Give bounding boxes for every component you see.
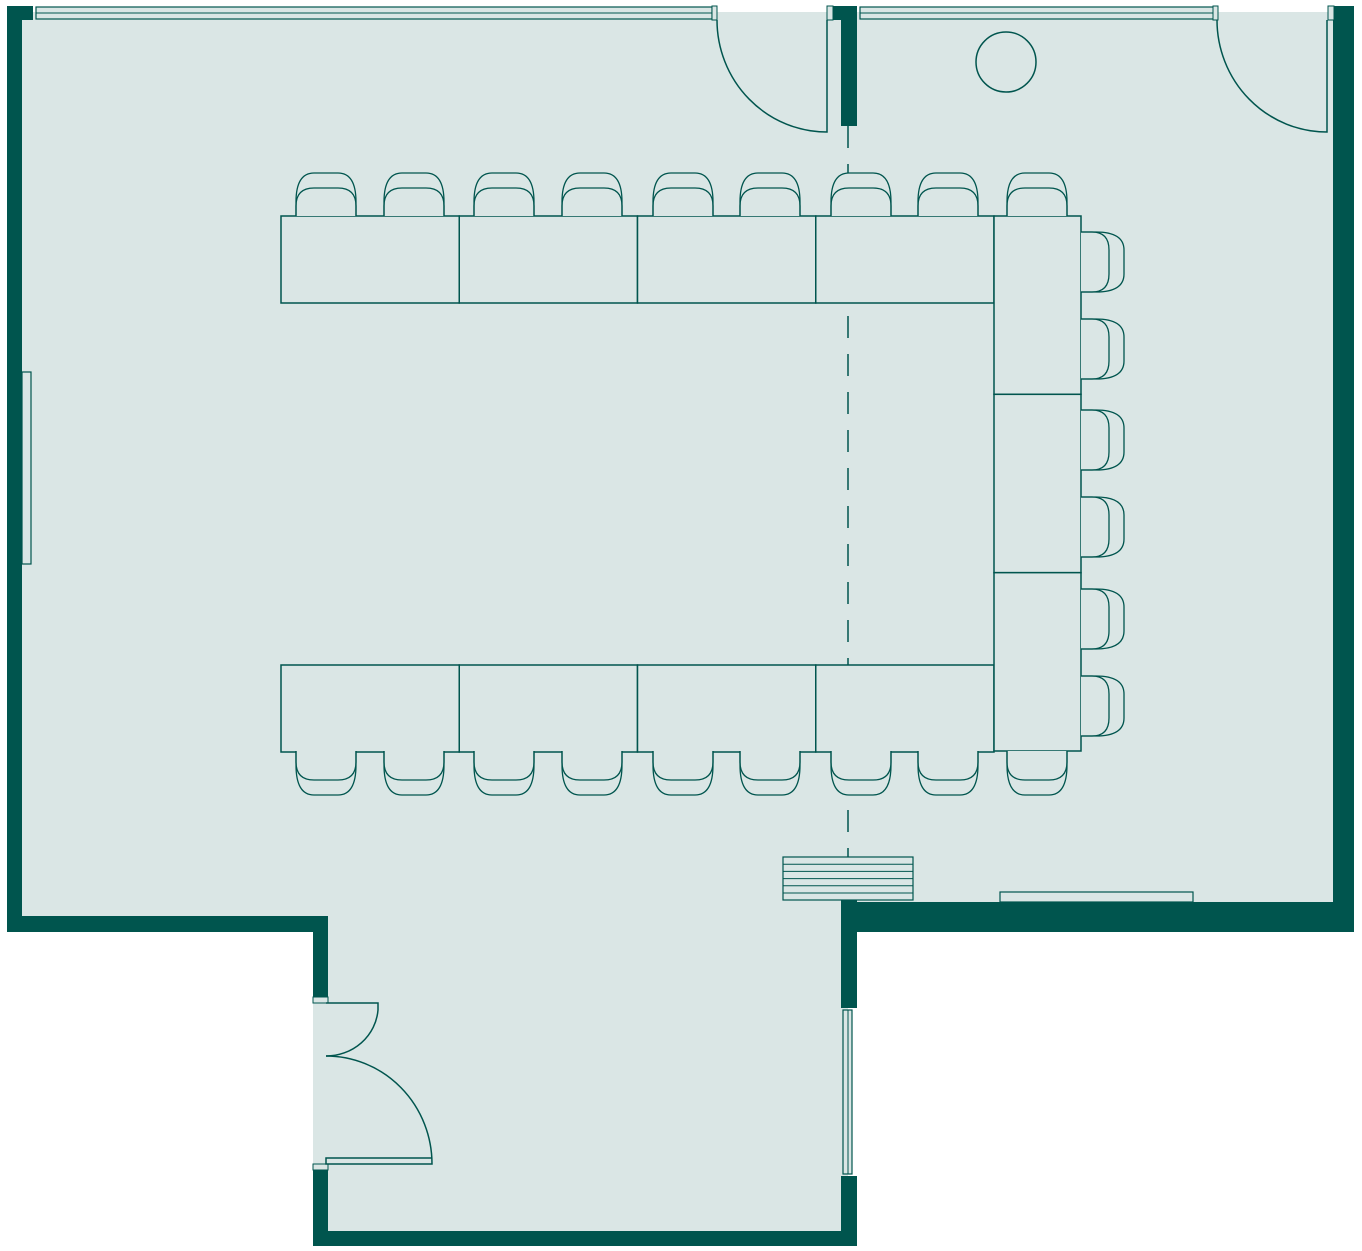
- chair-seat: [561, 187, 623, 216]
- chair-seat: [1006, 751, 1068, 781]
- window-jamb: [711, 5, 718, 21]
- chair: [1081, 409, 1125, 471]
- corridor-right-wall-lower: [841, 1176, 857, 1246]
- partition-wall-stub: [841, 6, 857, 126]
- chair: [383, 172, 445, 216]
- chair-seat: [1081, 409, 1110, 471]
- chair: [1081, 318, 1125, 380]
- chair-seat: [652, 187, 714, 216]
- top-left-corner-wall: [7, 6, 33, 20]
- chair-seat: [1081, 318, 1110, 380]
- chair-seat: [917, 187, 979, 216]
- table-bottom-segment: [280, 664, 460, 753]
- chair-seat: [295, 751, 357, 781]
- chair: [1006, 751, 1068, 796]
- table-right-segment: [993, 215, 1082, 396]
- chair: [473, 172, 535, 216]
- chair: [1081, 496, 1125, 558]
- chair-seat: [1081, 496, 1110, 558]
- chair: [739, 172, 801, 216]
- chair-seat: [917, 751, 979, 781]
- table-top-segment: [458, 215, 639, 304]
- chair-seat: [1081, 588, 1110, 650]
- chair-seat: [652, 751, 714, 781]
- chair: [561, 172, 623, 216]
- chair-seat: [1081, 231, 1110, 293]
- chair: [830, 172, 892, 216]
- chair: [917, 172, 979, 216]
- chair-seat: [830, 751, 892, 781]
- door-top-right: [1216, 19, 1328, 133]
- corridor-door-opening: [313, 998, 328, 1170]
- bottom-right-wall: [841, 902, 1354, 932]
- chair-seat: [383, 751, 445, 781]
- chair: [295, 172, 357, 216]
- door-corridor-small-leaf: [325, 1002, 379, 1057]
- chair-seat: [383, 187, 445, 216]
- window-bottom-right: [999, 891, 1194, 903]
- chair-seat: [739, 751, 801, 781]
- chair: [1006, 172, 1068, 216]
- left-wall: [7, 6, 22, 932]
- window-jamb: [1212, 5, 1219, 21]
- chair: [652, 751, 714, 796]
- door-corridor-large-leaf: [325, 1055, 433, 1165]
- chair-seat: [561, 751, 623, 781]
- table-top-segment: [815, 215, 995, 304]
- chair: [1081, 588, 1125, 650]
- table-top-segment: [636, 215, 817, 304]
- chair: [561, 751, 623, 796]
- chair-seat: [473, 751, 535, 781]
- chair: [1081, 231, 1125, 293]
- chair: [917, 751, 979, 796]
- corridor-left-wall-lower: [313, 1170, 328, 1246]
- corridor-bottom-wall: [313, 1231, 857, 1246]
- chair: [830, 751, 892, 796]
- chair-seat: [1006, 187, 1068, 216]
- door-top-left: [716, 19, 828, 133]
- corridor-left-wall-upper: [313, 916, 328, 1000]
- chair: [1081, 675, 1125, 737]
- window-jamb: [1327, 5, 1335, 21]
- chair-seat: [295, 187, 357, 216]
- chair: [295, 751, 357, 796]
- chair: [383, 751, 445, 796]
- chair: [473, 751, 535, 796]
- table-top-segment: [280, 215, 460, 304]
- table-right-segment: [993, 571, 1082, 752]
- column: [975, 31, 1037, 93]
- door-jamb: [312, 1163, 329, 1171]
- bottom-left-wall: [7, 916, 328, 932]
- table-bottom-segment: [458, 664, 639, 753]
- table-bottom-segment: [815, 664, 995, 753]
- door-jamb: [312, 996, 329, 1004]
- chair: [739, 751, 801, 796]
- window-jamb: [826, 5, 834, 21]
- chair-seat: [830, 187, 892, 216]
- table-right-segment: [993, 393, 1082, 574]
- right-wall: [1333, 6, 1354, 932]
- chair-seat: [1081, 675, 1110, 737]
- chair: [652, 172, 714, 216]
- table-bottom-segment: [636, 664, 817, 753]
- chair-seat: [739, 187, 801, 216]
- chair-seat: [473, 187, 535, 216]
- window-left-wall: [21, 371, 32, 565]
